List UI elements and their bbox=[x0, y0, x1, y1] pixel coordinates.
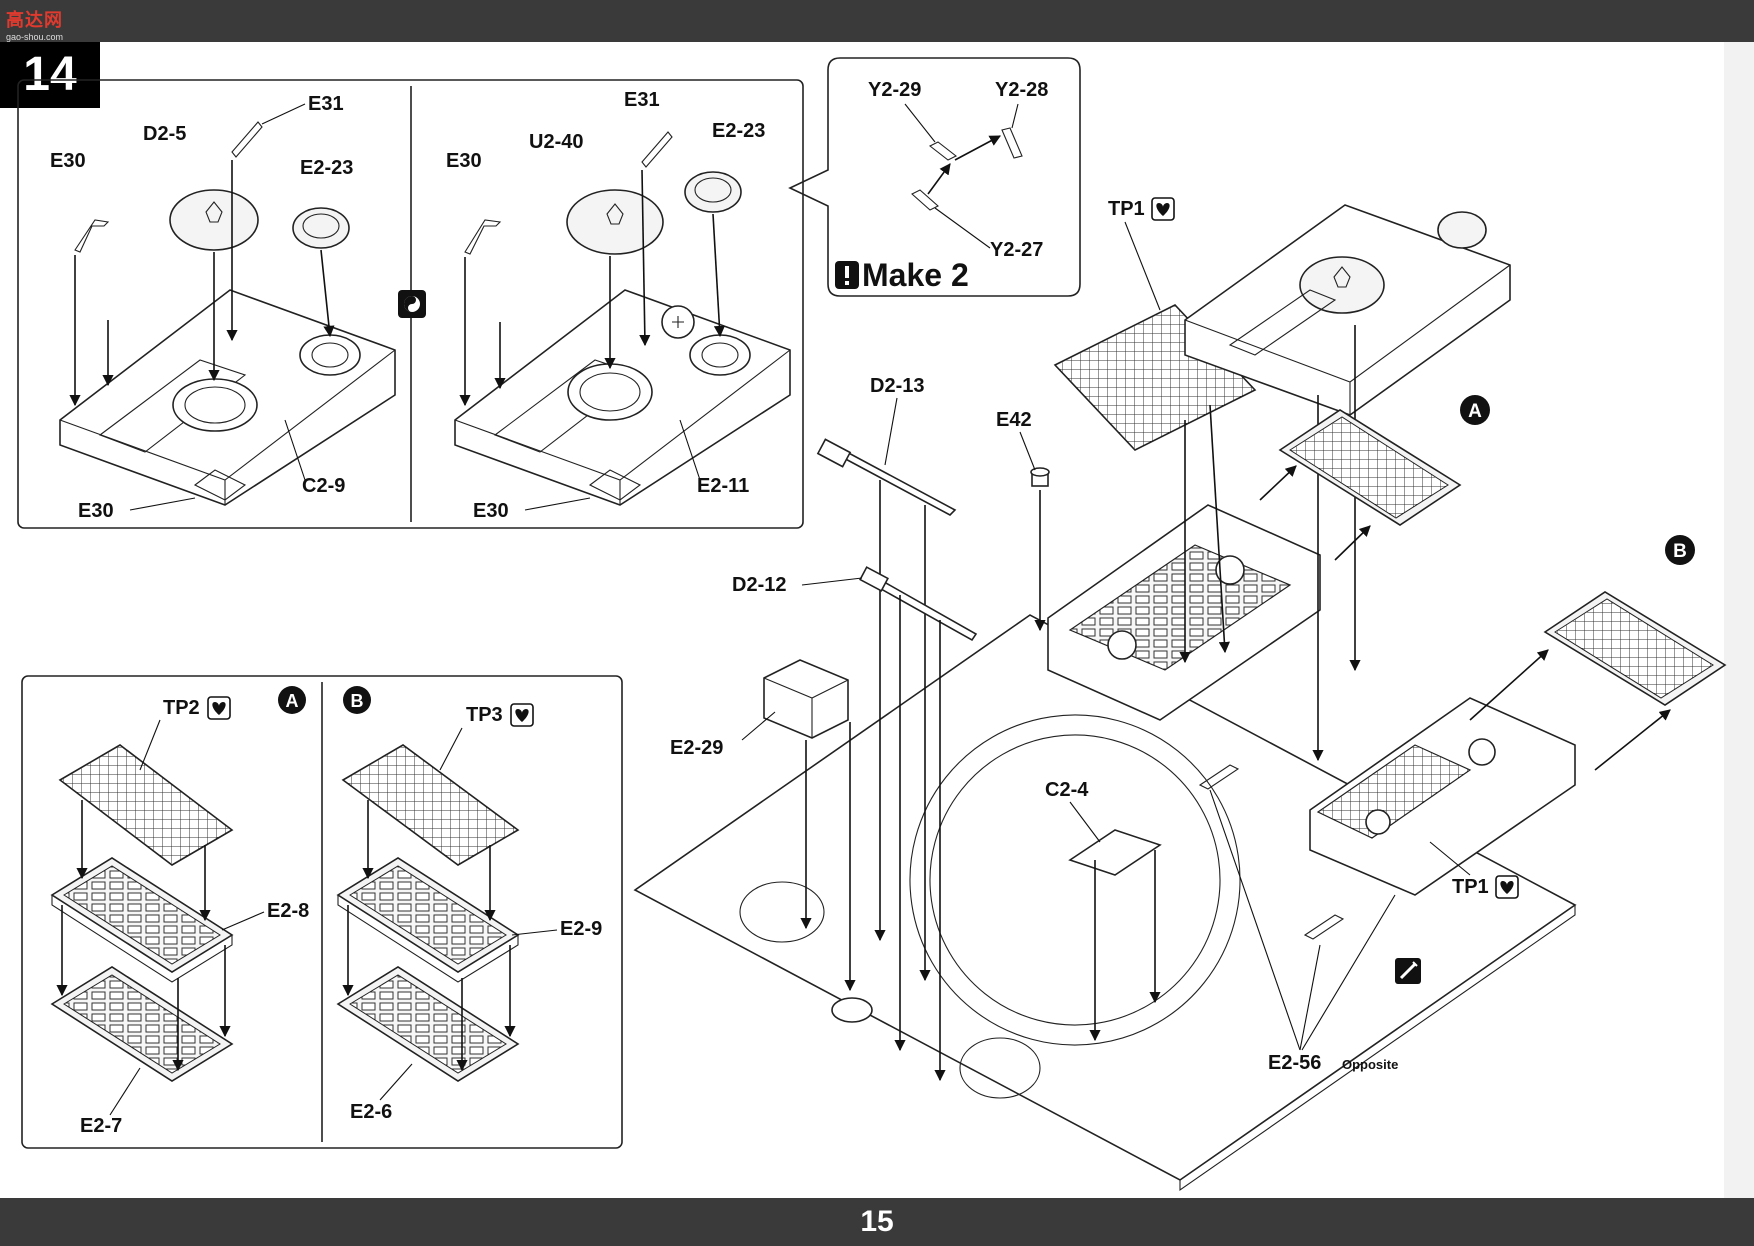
label-d2-5: D2-5 bbox=[143, 123, 186, 145]
make-two-note: Make 2 bbox=[862, 257, 969, 293]
label-e30-bottom-left: E30 bbox=[78, 500, 114, 522]
label-e2-7: E2-7 bbox=[80, 1115, 122, 1137]
step-number: 14 bbox=[0, 42, 100, 108]
label-e2-6: E2-6 bbox=[350, 1101, 392, 1123]
handle-e30-left bbox=[74, 219, 110, 253]
bottom-bar bbox=[0, 1198, 1754, 1246]
label-tp3: TP3 bbox=[466, 704, 503, 726]
handle-e30-lower-right bbox=[588, 469, 642, 501]
top-subassembly-panel: E30 D2-5 E31 E2-23 E30 C2-9 E30 U2-40 E3… bbox=[17, 79, 804, 529]
badge-a-main: A bbox=[1460, 395, 1490, 425]
mesh-tp2 bbox=[58, 744, 234, 866]
hatch-lid-u2-40 bbox=[566, 189, 664, 255]
label-e2-56: E2-56 bbox=[1268, 1052, 1321, 1074]
label-e42: E42 bbox=[996, 409, 1032, 431]
grille-detail-panel: A TP2 E2-8 E2-7 B TP3 bbox=[21, 675, 623, 1149]
badge-b-main-text: B bbox=[1673, 541, 1687, 562]
label-e2-23-left: E2-23 bbox=[300, 157, 353, 179]
label-y2-28: Y2-28 bbox=[995, 79, 1048, 101]
label-c2-4: C2-4 bbox=[1045, 779, 1089, 801]
hatch-opening-left bbox=[739, 881, 825, 943]
watermark-text: 高达网 bbox=[6, 10, 63, 30]
hatch-opening-right bbox=[959, 1037, 1041, 1099]
right-edge-strip bbox=[1724, 42, 1754, 1198]
top-panel-labels: E30 D2-5 E31 E2-23 E30 C2-9 E30 U2-40 E3… bbox=[50, 89, 765, 522]
handle-e30-right bbox=[464, 219, 502, 255]
callout-frame bbox=[788, 57, 1081, 297]
rear-deck-panel bbox=[1309, 697, 1576, 896]
label-e2-9: E2-9 bbox=[560, 918, 602, 940]
turret-ring-outer bbox=[909, 714, 1241, 1046]
opposite-note: Opposite bbox=[1342, 1057, 1398, 1072]
label-e31-right: E31 bbox=[624, 89, 660, 111]
label-tp2: TP2 bbox=[163, 697, 200, 719]
tool-icon bbox=[1395, 958, 1421, 984]
label-e2-8: E2-8 bbox=[267, 900, 309, 922]
part-y2-29 bbox=[928, 141, 958, 161]
badge-a-detail: A bbox=[286, 691, 299, 711]
mesh-tp1-lower bbox=[1316, 744, 1472, 839]
ring-part bbox=[831, 997, 873, 1023]
label-e31-left: E31 bbox=[308, 93, 344, 115]
turret-ring-inner bbox=[929, 734, 1221, 1026]
make-two-callout: Y2-29 Y2-28 Y2-27 Make 2 bbox=[788, 57, 1081, 297]
exclamation-icon bbox=[835, 261, 859, 289]
handle-e30-lower-left bbox=[193, 469, 247, 501]
grille-panel-frame bbox=[21, 675, 623, 1149]
label-y2-29: Y2-29 bbox=[868, 79, 921, 101]
label-e30-bottom-right: E30 bbox=[473, 500, 509, 522]
hatch-ring-right bbox=[567, 363, 653, 421]
part-y2-27 bbox=[911, 189, 939, 211]
label-e2-11: E2-11 bbox=[697, 475, 749, 497]
top-bar bbox=[0, 0, 1754, 42]
badge-b-detail: B bbox=[351, 691, 364, 711]
label-e2-29: E2-29 bbox=[670, 737, 723, 759]
hatch-lid-d2-5 bbox=[169, 189, 259, 251]
alternative-symbol-icon bbox=[398, 290, 426, 318]
part-c2-4 bbox=[1068, 829, 1162, 876]
badge-b-main: B bbox=[1665, 535, 1695, 565]
part-e42 bbox=[1030, 467, 1050, 487]
small-part-c bbox=[1198, 764, 1240, 790]
label-u2-40: U2-40 bbox=[529, 131, 583, 153]
top-panel-frame bbox=[17, 79, 804, 529]
handle-e31-right bbox=[641, 131, 673, 168]
detail-b: B TP3 E2-9 E2-6 bbox=[336, 686, 602, 1123]
label-c2-9: C2-9 bbox=[302, 475, 345, 497]
part-e2-29 bbox=[763, 659, 849, 739]
label-y2-27: Y2-27 bbox=[990, 239, 1043, 261]
slot-left bbox=[98, 359, 247, 453]
page-number: 15 bbox=[860, 1205, 894, 1238]
top-left-variant bbox=[59, 121, 396, 506]
label-d2-12: D2-12 bbox=[732, 574, 786, 596]
badge-a-main-text: A bbox=[1468, 401, 1482, 422]
top-right-variant bbox=[454, 131, 791, 506]
part-e2-56 bbox=[1303, 914, 1345, 940]
main-exploded-view: A B D2-13 E42 TP1 D2-12 E2-29 C2-4 TP1 E… bbox=[633, 197, 1727, 1192]
mesh-tp3 bbox=[341, 744, 520, 866]
label-e30-top-right: E30 bbox=[446, 150, 482, 172]
label-e2-23-right: E2-23 bbox=[712, 120, 765, 142]
label-e30-top-left: E30 bbox=[50, 150, 86, 172]
watermark-logo: 高达网 gao-shou.com bbox=[6, 6, 63, 42]
handle-e31-left bbox=[231, 121, 263, 158]
label-tp1-lower: TP1 bbox=[1452, 876, 1489, 898]
part-y2-28 bbox=[1001, 127, 1023, 159]
detail-a: A TP2 E2-8 E2-7 bbox=[50, 686, 309, 1137]
label-d2-13: D2-13 bbox=[870, 375, 924, 397]
label-tp1-upper: TP1 bbox=[1108, 198, 1145, 220]
watermark-subtext: gao-shou.com bbox=[6, 32, 64, 42]
